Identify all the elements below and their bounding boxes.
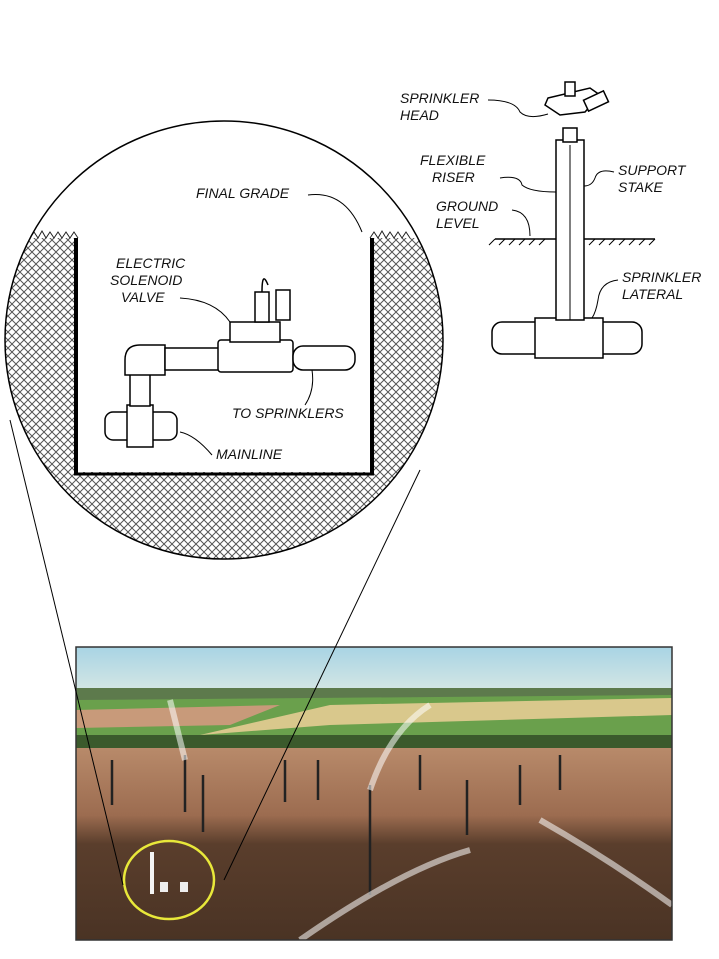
field-photo bbox=[76, 647, 672, 940]
sprinkler-risers bbox=[110, 755, 562, 895]
label-riser-2: RISER bbox=[432, 169, 475, 185]
label-riser-1: FLEXIBLE bbox=[420, 152, 486, 168]
water-sprays bbox=[167, 699, 672, 940]
label-lateral-1: SPRINKLER bbox=[622, 269, 701, 285]
callout-line-left bbox=[9, 419, 124, 886]
sprinkler-riser-detail bbox=[488, 81, 656, 359]
label-ground-2: LEVEL bbox=[436, 215, 480, 231]
sprinkler-labels: SPRINKLER HEAD FLEXIBLE RISER SUPPORT ST… bbox=[400, 90, 701, 319]
label-valve-1: ELECTRIC bbox=[116, 255, 186, 271]
photo-frame bbox=[75, 646, 673, 941]
label-lateral-2: LATERAL bbox=[622, 286, 683, 302]
label-mainline: MAINLINE bbox=[216, 446, 283, 462]
valve-assembly bbox=[104, 278, 356, 448]
highlight-circle bbox=[122, 839, 216, 921]
callout-line-right bbox=[223, 469, 421, 881]
label-sprinkler-head-2: HEAD bbox=[400, 107, 439, 123]
label-stake-1: SUPPORT bbox=[618, 162, 687, 178]
label-to-sprinklers: TO SPRINKLERS bbox=[232, 405, 344, 421]
label-sprinkler-head-1: SPRINKLER bbox=[400, 90, 479, 106]
label-ground-1: GROUND bbox=[436, 198, 498, 214]
label-final-grade: FINAL GRADE bbox=[196, 185, 290, 201]
label-valve-3: VALVE bbox=[121, 289, 165, 305]
label-valve-2: SOLENOID bbox=[110, 272, 182, 288]
pit-labels: FINAL GRADE ELECTRIC SOLENOID VALVE TO S… bbox=[110, 185, 363, 462]
label-stake-2: STAKE bbox=[618, 179, 664, 195]
